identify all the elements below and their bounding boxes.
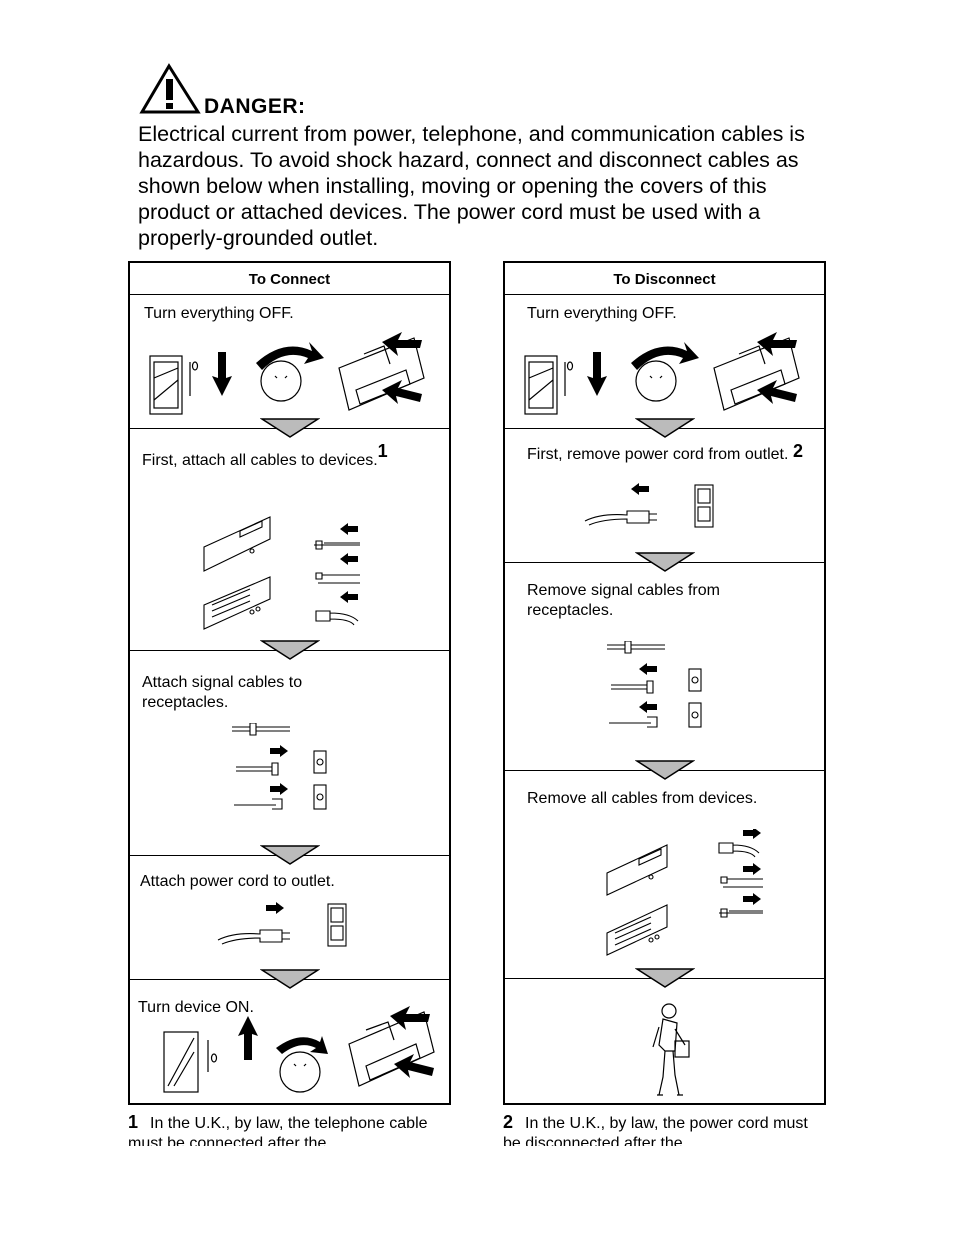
danger-heading: DANGER: <box>204 95 306 118</box>
disconnect-step-4: Remove all cables from devices. <box>505 760 824 978</box>
power-cord-to-outlet-illustration <box>217 902 347 947</box>
disconnect-column: To Disconnect Turn everything OFF. <box>503 261 826 1105</box>
down-arrow-icon <box>634 760 695 780</box>
connect-step-4-text: Attach power cord to outlet. <box>140 873 335 890</box>
connect-step-3: Attach signal cables to receptacles. <box>130 640 449 855</box>
down-arrow-icon <box>259 845 320 865</box>
warning-triangle-icon <box>139 63 201 114</box>
disconnect-step-2: First, remove power cord from outlet. 2 <box>505 418 824 562</box>
disconnect-step-3: Remove signal cables from receptacles. <box>505 552 824 770</box>
connect-step-2: First, attach all cables to devices.1 <box>130 418 449 650</box>
disconnect-step-1: Turn everything OFF. <box>505 294 824 428</box>
danger-body: Electrical current from power, telephone… <box>138 122 805 250</box>
down-arrow-icon <box>634 552 695 572</box>
connect-step-1-text: Turn everything OFF. <box>144 305 294 322</box>
cables-to-devices-illustration <box>203 516 360 630</box>
connect-step-5-text: Turn device ON. <box>138 999 254 1016</box>
connect-step-1: Turn everything OFF. <box>130 294 449 428</box>
footnote-2-text: In the U.K., by law, the power cord must… <box>503 1115 808 1146</box>
down-arrow-icon <box>259 969 320 989</box>
footnote-1-text: In the U.K., by law, the telephone cable… <box>128 1115 428 1146</box>
power-cord-from-outlet-illustration <box>584 483 714 528</box>
connect-step-5: Turn device ON. <box>130 969 449 1103</box>
connect-column: To Connect Turn everything OFF. <box>128 261 451 1105</box>
disconnect-step-4-text: Remove all cables from devices. <box>527 790 758 807</box>
connect-step-4: Attach power cord to outlet. <box>130 845 449 979</box>
disconnect-step-1-text: Turn everything OFF. <box>527 305 677 322</box>
walking-person-illustration <box>652 1003 690 1096</box>
footnote-2-number: 2 <box>503 1112 514 1132</box>
connect-step-2-text: First, attach all cables to devices. <box>142 452 378 469</box>
down-arrow-icon <box>634 418 695 438</box>
down-arrow-icon <box>259 640 320 660</box>
connect-step-2-label: First, attach all cables to devices.1 <box>142 441 388 471</box>
power-switches-off-illustration <box>524 332 800 415</box>
disconnect-step-3-text: Remove signal cables from receptacles. <box>527 582 720 619</box>
disconnect-step-2-label: First, remove power cord from outlet. 2 <box>527 441 817 465</box>
signal-cables-to-receptacles-illustration <box>232 723 327 810</box>
signal-cables-from-receptacles-illustration <box>607 641 702 728</box>
power-switches-on-illustration <box>163 1006 435 1093</box>
cables-from-devices-illustration <box>606 829 763 956</box>
disconnect-title: To Disconnect <box>505 263 824 295</box>
down-arrow-icon <box>634 968 695 988</box>
connect-title: To Connect <box>130 263 449 295</box>
connect-step-3-text: Attach signal cables to receptacles. <box>142 674 303 711</box>
footnote-marker-2: 2 <box>793 441 804 461</box>
footnote-1-number: 1 <box>128 1112 139 1132</box>
power-switches-off-illustration <box>149 332 425 415</box>
footnote-marker-1: 1 <box>377 441 388 461</box>
disconnect-step-2-text: First, remove power cord from outlet. <box>527 446 789 463</box>
disconnect-step-5 <box>505 968 824 1103</box>
down-arrow-icon <box>259 418 320 438</box>
